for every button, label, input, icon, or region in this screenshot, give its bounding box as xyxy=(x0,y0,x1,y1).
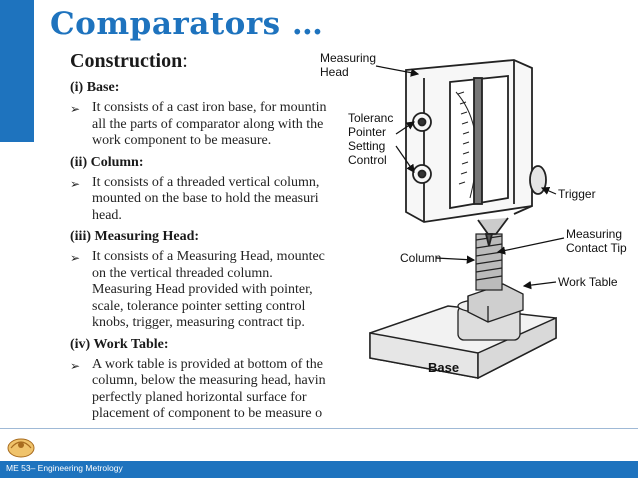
comparator-diagram: Measuring Head Toleranc Pointer Setting … xyxy=(318,48,638,430)
bullet-text: A work table is provided at bottom of th… xyxy=(92,356,326,421)
label-measuring-head-2: Head xyxy=(320,65,349,79)
measuring-head-shape xyxy=(405,59,547,247)
label-measuring-head-1: Measuring xyxy=(320,51,376,65)
bullet-text: It consists of a cast iron base, for mou… xyxy=(92,100,327,148)
label-base: Base xyxy=(428,360,459,375)
label-tolerance-4: Control xyxy=(348,153,387,167)
label-tolerance-2: Pointer xyxy=(348,125,386,139)
footer-divider xyxy=(0,428,638,429)
bullet-column: ➢ It consists of a threaded vertical col… xyxy=(70,175,328,225)
bullet-arrow-icon: ➢ xyxy=(70,176,81,191)
subtitle-text: Construction xyxy=(70,50,183,72)
comparator-illustration: Measuring Head Toleranc Pointer Setting … xyxy=(320,51,627,380)
label-contact-2: Contact Tip xyxy=(566,241,627,255)
subtitle-colon: : xyxy=(182,50,188,72)
bullet-arrow-icon: ➢ xyxy=(70,251,81,265)
label-trigger: Trigger xyxy=(558,187,596,201)
label-column: Column xyxy=(400,251,441,265)
section-heading-measuring-head: (iii) Measuring Head: xyxy=(70,229,200,244)
work-table-shape xyxy=(457,283,524,341)
section-heading-column: (ii) Column: xyxy=(70,154,144,170)
bullet-arrow-icon: ➢ xyxy=(70,102,81,116)
left-accent-bar xyxy=(0,0,34,142)
slide-title: Comparators … xyxy=(50,6,324,42)
bullet-arrow-icon: ➢ xyxy=(70,358,81,373)
bullet-work-table: ➢ A work table is provided at bottom of … xyxy=(70,357,328,421)
institute-logo-icon xyxy=(7,438,35,458)
bullet-measuring-head: ➢ It consists of a Measuring Head, mount… xyxy=(70,249,328,332)
label-tolerance-3: Setting xyxy=(348,139,385,153)
bullet-text: It consists of a threaded vertical colum… xyxy=(92,174,320,223)
footer-bar: ME 53– Engineering Metrology xyxy=(0,461,638,478)
section-heading-base: (i) Base: xyxy=(70,80,120,95)
construction-subtitle: Construction: xyxy=(70,50,328,73)
label-work-table: Work Table xyxy=(558,275,618,289)
footer-text: ME 53– Engineering Metrology xyxy=(6,463,123,473)
slide-content: Construction: (i) Base: ➢ It consists of… xyxy=(70,50,328,420)
section-heading-work-table: (iv) Work Table: xyxy=(70,336,169,352)
bullet-base: ➢ It consists of a cast iron base, for m… xyxy=(70,100,328,150)
label-tolerance-1: Toleranc xyxy=(348,111,393,125)
bullet-text: It consists of a Measuring Head, mountec… xyxy=(92,249,325,330)
label-contact-1: Measuring xyxy=(566,227,622,241)
